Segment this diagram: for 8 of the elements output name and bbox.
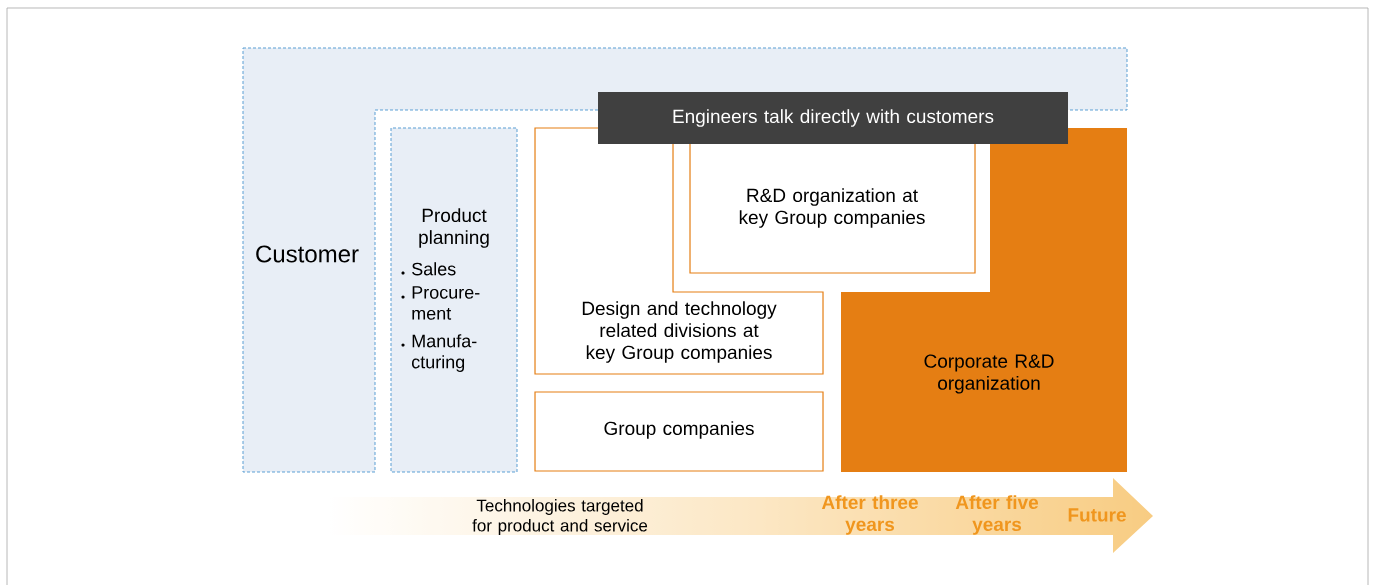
banner: Engineers talk directly with customers: [598, 92, 1068, 144]
period-label: After five years: [955, 495, 1039, 535]
planning-box: Product planning Sales Procure-ment Manufa-cturing: [390, 127, 518, 473]
organization-box: R&D organization at key Group companies: [689, 139, 976, 274]
period-label: After three years: [821, 495, 918, 535]
period-label: Future: [1068, 508, 1126, 522]
companies-box: Group companies: [534, 391, 824, 472]
axis-label: Technologies targeted for product and service: [472, 499, 648, 535]
